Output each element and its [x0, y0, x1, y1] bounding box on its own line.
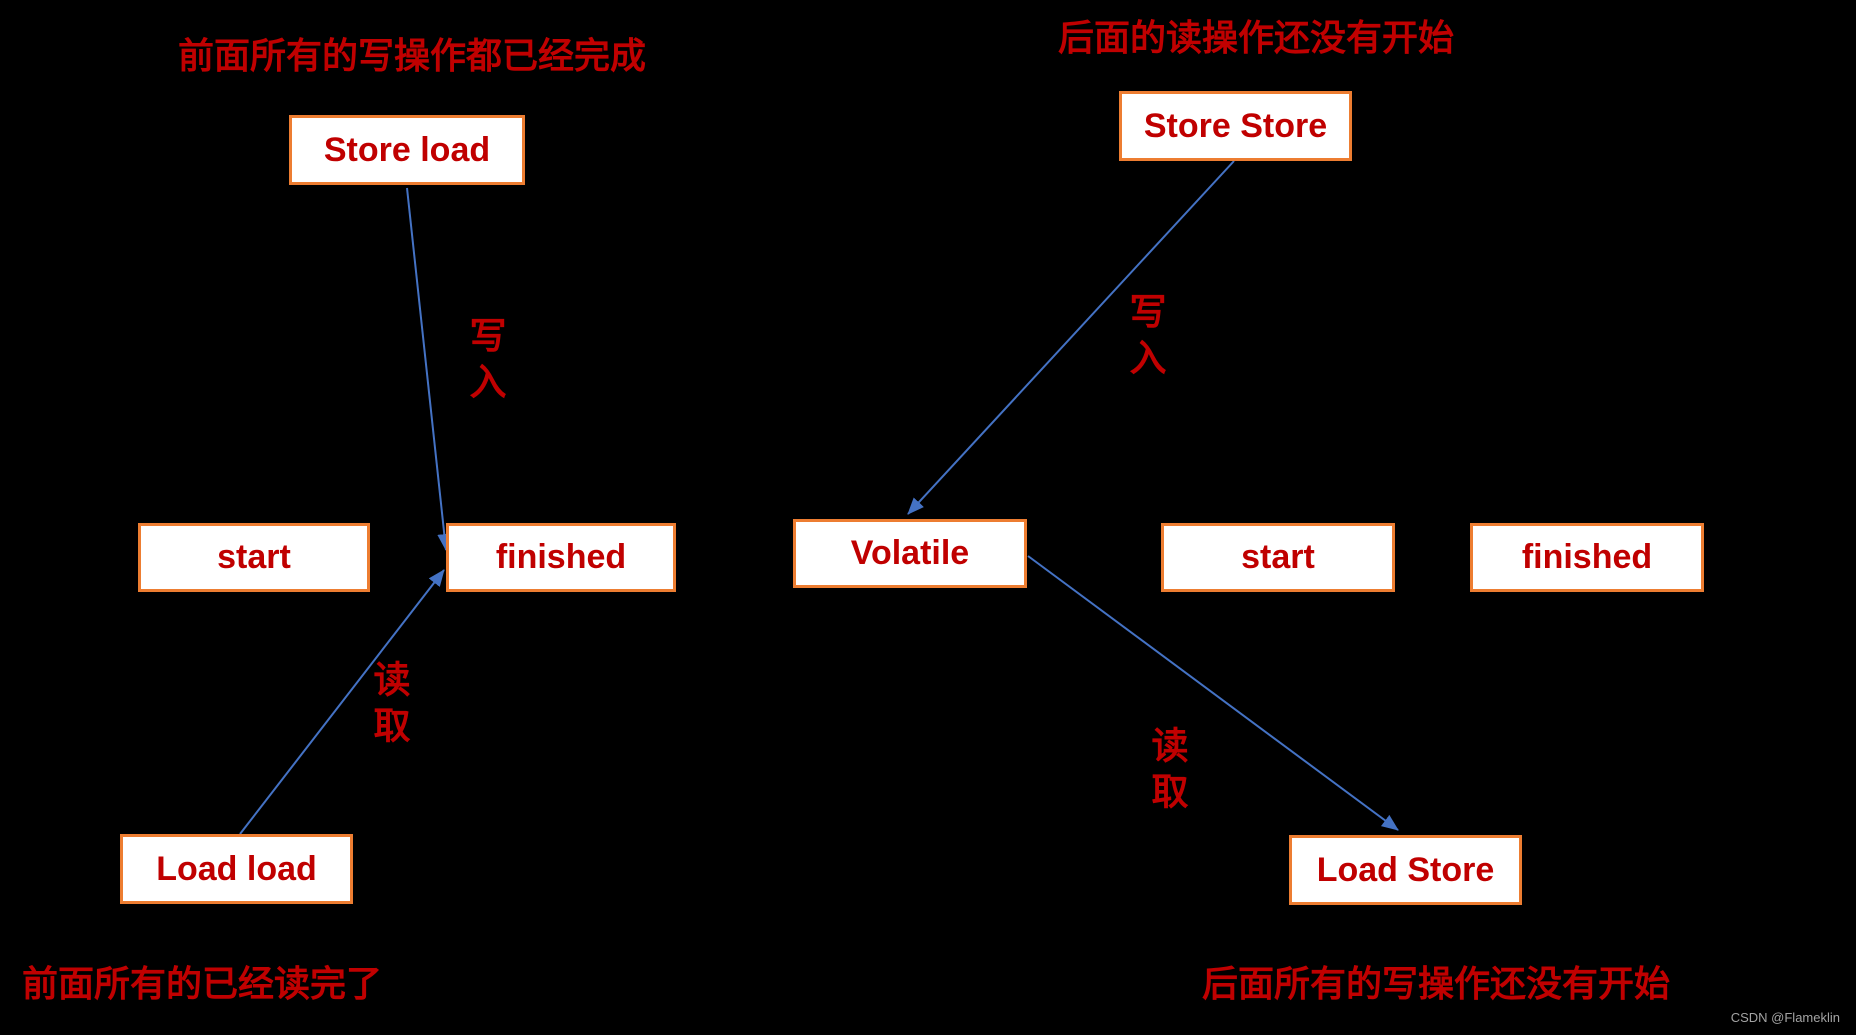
- node-start-right: start: [1161, 523, 1395, 592]
- edge-label-read-right: 读取: [1146, 726, 1187, 818]
- csdn-watermark: CSDN @Flameklin: [1730, 1010, 1840, 1025]
- node-start-left: start: [138, 523, 370, 592]
- node-store-load: Store load: [289, 115, 525, 185]
- node-load-store: Load Store: [1289, 835, 1522, 905]
- node-load-load: Load load: [120, 834, 353, 904]
- edge-label-write-right: 写入: [1124, 292, 1165, 384]
- edge-label-write-left: 写入: [464, 316, 505, 408]
- node-volatile: Volatile: [793, 519, 1027, 588]
- edge-storestore-to-volatile: [907, 160, 1235, 515]
- node-finished-right: finished: [1470, 523, 1704, 592]
- edge-loadload-to-finished: [239, 569, 445, 835]
- node-store-store: Store Store: [1119, 91, 1352, 161]
- annotation-bottom-left: 前面所有的已经读完了: [22, 963, 383, 1004]
- edge-storeload-to-finished: [406, 187, 452, 551]
- edge-volatile-to-loadstore: [1027, 555, 1399, 831]
- edge-label-read-left: 读取: [368, 660, 409, 752]
- node-finished-left: finished: [446, 523, 676, 592]
- annotation-top-left: 前面所有的写操作都已经完成: [178, 35, 647, 76]
- annotation-top-right: 后面的读操作还没有开始: [1058, 17, 1455, 58]
- annotation-bottom-right: 后面所有的写操作还没有开始: [1202, 963, 1671, 1004]
